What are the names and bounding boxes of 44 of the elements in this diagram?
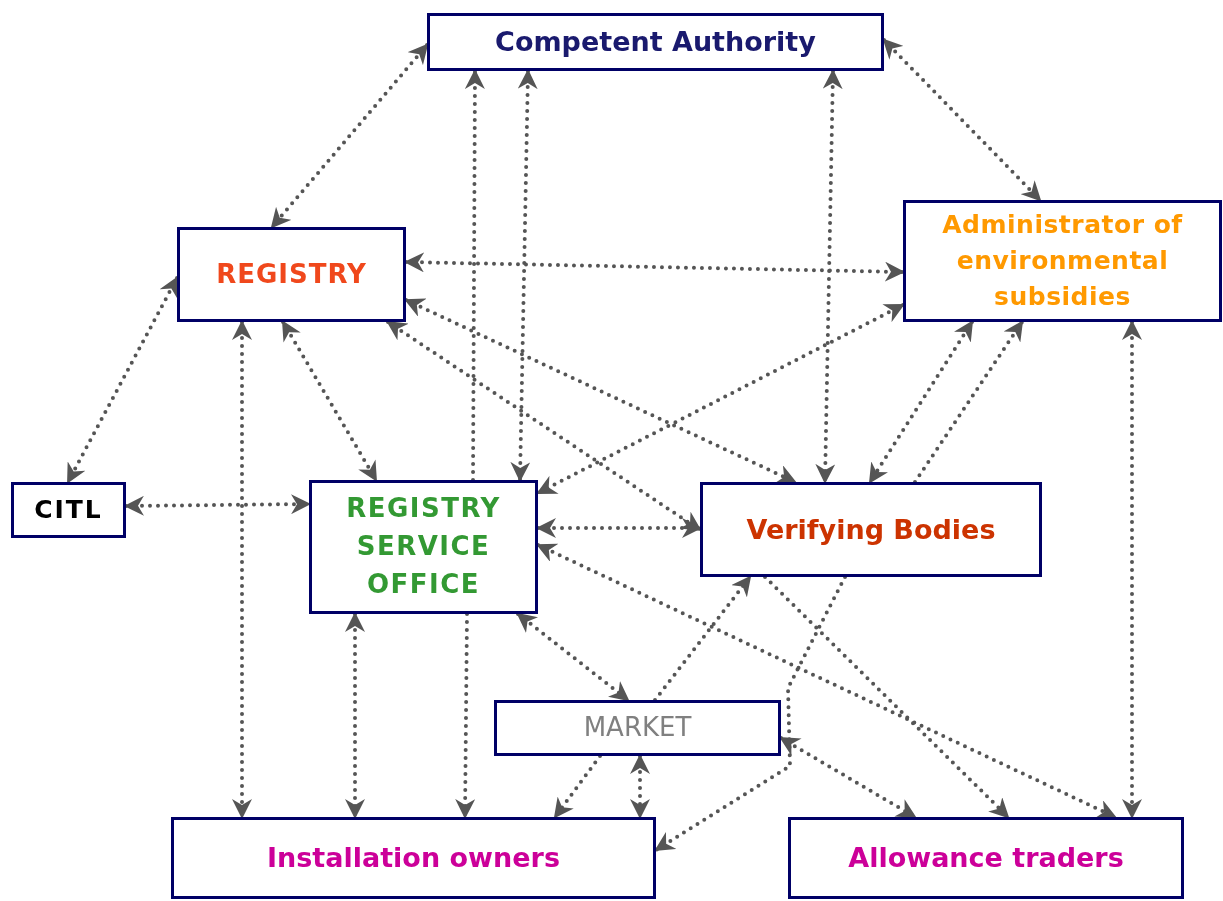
node-label: Competent Authority [495, 25, 816, 60]
dotted-arrow [281, 320, 378, 482]
dotted-arrow [882, 38, 1042, 202]
dotted-arrow [536, 543, 1117, 819]
administrator-box [903, 200, 1222, 322]
node-label: REGISTRY SERVICE OFFICE [345, 492, 502, 601]
service-office-box [309, 480, 538, 614]
registry-box [177, 227, 406, 322]
dotted-arrow [536, 303, 905, 495]
dotted-arrow [455, 612, 476, 819]
market-box [494, 700, 781, 756]
node-label: Installation owners [267, 841, 560, 876]
dotted-arrow [232, 320, 252, 819]
dotted-arrow [345, 612, 365, 819]
dotted-arrow [913, 320, 1024, 484]
dotted-arrow [763, 575, 1010, 819]
dotted-arrow [464, 69, 485, 482]
node-label: MARKET [583, 711, 692, 745]
dotted-arrow [630, 754, 650, 819]
dotted-arrow [553, 754, 602, 819]
node-label: CITL [34, 493, 103, 526]
node-label: Administrator of environmental subsidies [941, 208, 1184, 314]
node-label: REGISTRY [216, 257, 367, 291]
dotted-arrow [654, 575, 847, 852]
authority-box [427, 13, 884, 71]
dotted-arrow [510, 69, 538, 482]
dotted-arrow [815, 69, 843, 484]
node-label: Verifying Bodies [746, 512, 996, 547]
traders-box [788, 817, 1184, 899]
dotted-arrow [124, 494, 311, 516]
node-label: Allowance traders [848, 841, 1124, 876]
dotted-arrow [516, 612, 630, 702]
owners-box [171, 817, 656, 899]
dotted-arrow [868, 320, 974, 484]
dotted-arrow [404, 298, 797, 484]
citl-box [11, 482, 126, 538]
verifier-box [700, 482, 1042, 577]
dotted-arrow [386, 320, 702, 532]
dotted-arrow [404, 252, 905, 282]
dotted-arrow [66, 276, 179, 484]
dotted-arrow [653, 575, 752, 702]
dotted-arrow [1122, 320, 1142, 819]
dotted-arrow [779, 736, 917, 819]
dotted-arrow [270, 43, 429, 229]
